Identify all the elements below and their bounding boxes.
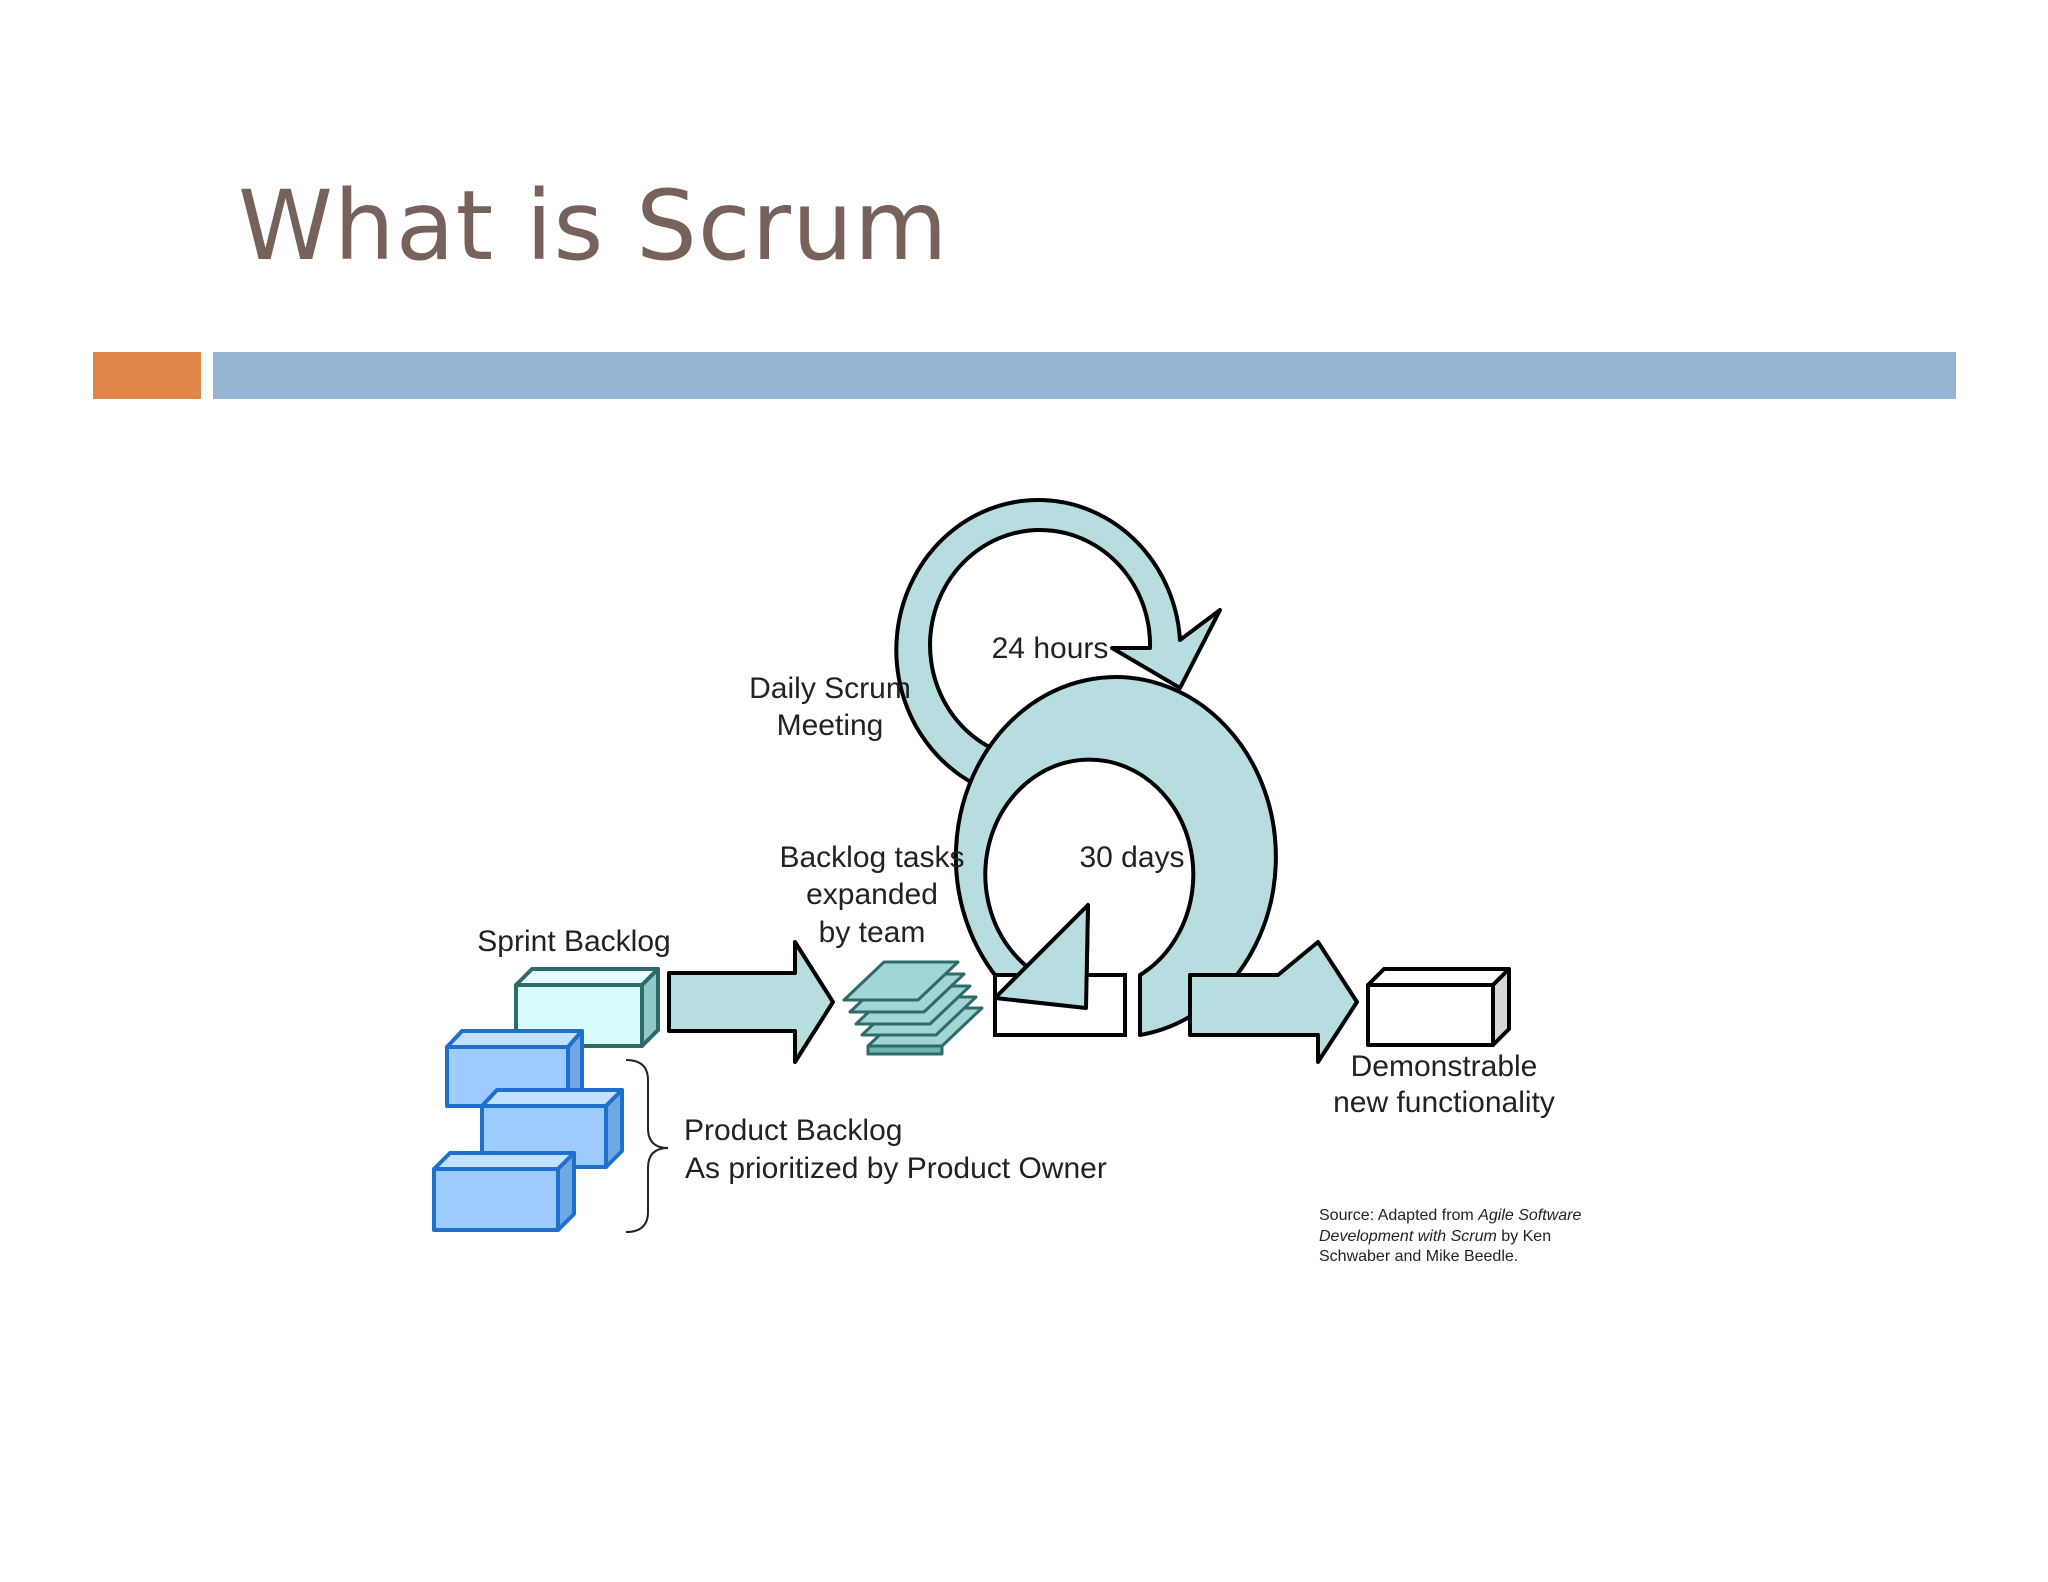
hours-label: 24 hours — [992, 632, 1109, 665]
backlog-tasks-label-line1: Backlog tasks — [779, 841, 964, 874]
demonstrable-label-line2: new functionality — [1333, 1086, 1555, 1119]
sprint-backlog-label: Sprint Backlog — [477, 925, 670, 958]
source-line1-a: Source: Adapted from — [1319, 1207, 1478, 1224]
title-accent-orange-bar — [93, 352, 201, 399]
backlog-task-sheets — [842, 960, 984, 1056]
backlog-tasks-label-line3: by team — [819, 916, 926, 949]
daily-loop-arrow — [894, 498, 1222, 797]
source-line1-b: Agile Software — [1477, 1207, 1581, 1224]
sprint-backlog-box — [514, 967, 660, 1048]
title-accent-blue-bar — [213, 352, 1956, 399]
source-citation-line3: Schwaber and Mike Beedle. — [1319, 1248, 1518, 1265]
source-line2-a: Development with Scrum — [1319, 1228, 1497, 1245]
product-backlog-label-line1: Product Backlog — [684, 1114, 902, 1147]
product-backlog-label-line2: As prioritized by Product Owner — [685, 1152, 1107, 1185]
source-citation-line2: Development with Scrum by Ken — [1319, 1228, 1551, 1245]
demonstrable-label-line1: Demonstrable — [1351, 1050, 1538, 1083]
sprint-loop-arrow — [953, 675, 1278, 1037]
product-backlog-brace — [625, 1059, 669, 1233]
backlog-tasks-label-line2: expanded — [806, 878, 938, 911]
slide-title: What is Scrum — [238, 170, 949, 282]
source-citation-line1: Source: Adapted from Agile Software — [1319, 1207, 1581, 1224]
source-line2-b: by Ken — [1497, 1228, 1551, 1245]
loop-inner-arrowhead — [993, 903, 1090, 1010]
demonstrable-output-box — [1366, 967, 1511, 1047]
arrow-to-tasks — [667, 940, 835, 1064]
arrow-to-output — [1188, 940, 1359, 1064]
daily-scrum-label-line1: Daily Scrum — [749, 672, 911, 705]
days-label: 30 days — [1079, 841, 1184, 874]
product-backlog-boxes — [432, 1029, 624, 1232]
daily-scrum-label-line2: Meeting — [777, 709, 884, 742]
